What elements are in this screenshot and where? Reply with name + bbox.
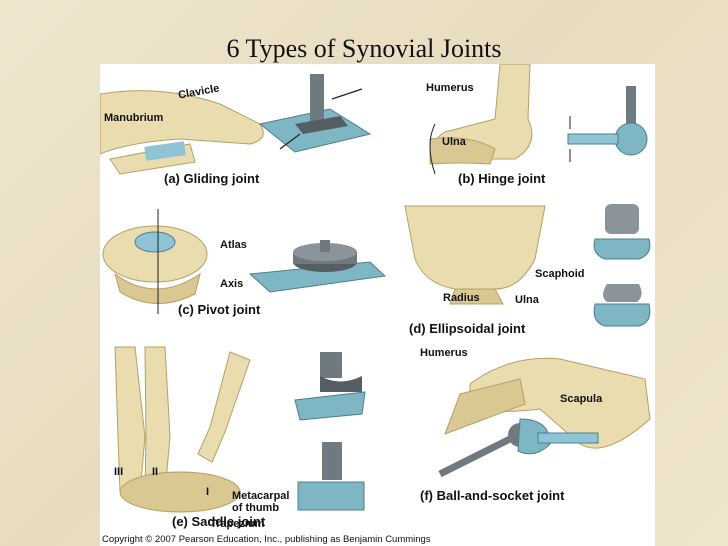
panel-gliding-joint: Clavicle Manubrium (a) Gliding joint: [100, 64, 380, 194]
panel-pivot-joint: Atlas Axis (c) Pivot joint: [100, 204, 390, 324]
label-metacarpal-of-thumb: Metacarpal of thumb: [232, 490, 289, 514]
label-humerus-ball: Humerus: [420, 347, 468, 359]
label-ulna-hinge: Ulna: [442, 136, 466, 148]
label-trapezium: Trapezium: [210, 518, 265, 530]
label-scapula: Scapula: [560, 393, 603, 405]
label-axis: Axis: [220, 278, 244, 290]
label-ii: II: [152, 466, 159, 478]
gliding-joint-illustration: [100, 74, 372, 175]
slide-title: 6 Types of Synovial Joints: [226, 34, 502, 63]
caption-saddle-joint: (e) Saddle joint: [172, 514, 266, 529]
label-humerus-hinge: Humerus: [426, 82, 474, 94]
label-metacarpal-line1: Metacarpal: [232, 490, 290, 502]
hinge-joint-illustration: [429, 64, 648, 175]
panel-ball-socket-joint: Humerus Scapula: [400, 347, 655, 529]
saddle-joint-illustration: [114, 346, 366, 513]
panel-saddle-joint: III II I Metacarpal of thumb Trapezium: [100, 342, 385, 532]
label-manubrium: Manubrium: [104, 112, 164, 124]
caption-ball-socket-joint: (f) Ball-and-socket joint: [420, 488, 565, 503]
ellipsoidal-joint-illustration: [404, 204, 651, 327]
joints-figure: Clavicle Manubrium (a) Gliding joint Hum…: [100, 64, 655, 546]
copyright-notice: Copyright © 2007 Pearson Education, Inc.…: [102, 534, 431, 545]
panel-ellipsoidal-joint: Scaphoid Radius Ulna (d) Ellipsoidal joi…: [395, 204, 655, 339]
pivot-joint-illustration: [102, 209, 387, 314]
label-metacarpal-line2: of thumb: [232, 502, 280, 514]
caption-ellipsoidal-joint: (d) Ellipsoidal joint: [409, 321, 526, 336]
label-i: I: [206, 486, 210, 498]
caption-pivot-joint: (c) Pivot joint: [178, 302, 261, 317]
label-iii: III: [114, 466, 124, 478]
panel-hinge-joint: Humerus Ulna (b) Hinge joint: [400, 64, 655, 194]
ball-socket-joint-illustration: [438, 357, 651, 478]
label-radius: Radius: [443, 292, 480, 304]
label-scaphoid: Scaphoid: [535, 268, 585, 280]
label-atlas: Atlas: [220, 239, 247, 251]
caption-hinge-joint: (b) Hinge joint: [458, 171, 546, 186]
caption-gliding-joint: (a) Gliding joint: [164, 171, 260, 186]
label-ulna-ellipsoidal: Ulna: [515, 294, 539, 306]
